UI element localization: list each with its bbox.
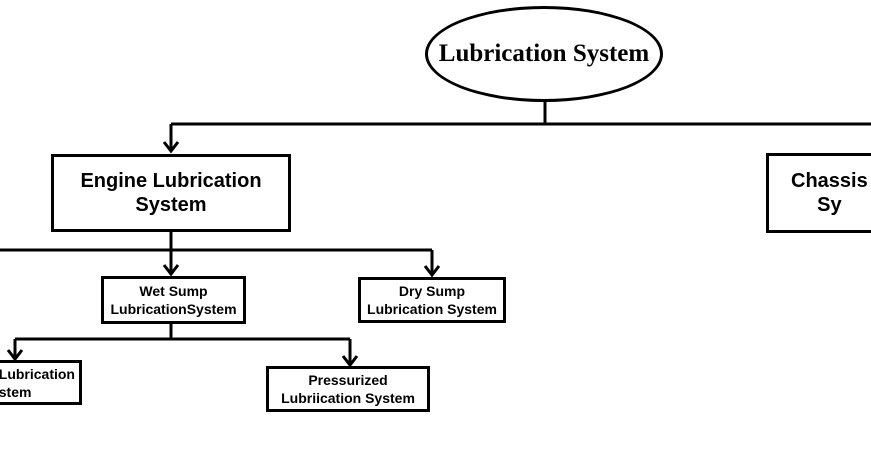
chassis-node-label: Chassis Sy (791, 170, 868, 216)
pressurized-arrow (341, 355, 359, 368)
node-pressurized: Pressurized Lubriication System (266, 366, 430, 412)
root-node-label: Lubrication System (438, 40, 650, 67)
node-chassis-lubrication: Chassis Sy (766, 153, 871, 233)
root-node-lubrication-system: Lubrication System (425, 6, 663, 102)
node-engine-lubrication: Engine Lubrication System (51, 154, 291, 232)
node-wet-sump: Wet Sump LubricationSystem (101, 276, 246, 324)
engine-arrow (162, 141, 180, 154)
left-leaf-arrow (6, 349, 24, 362)
dry-sump-label: Dry Sump Lubrication System (367, 283, 497, 317)
node-left-leaf: Lubrication stem (0, 360, 82, 405)
wet-sump-label: Wet Sump LubricationSystem (110, 283, 237, 317)
pressurized-label: Pressurized Lubriication System (281, 372, 415, 406)
dry-sump-arrow (423, 265, 441, 278)
node-dry-sump: Dry Sump Lubrication System (358, 277, 506, 323)
left-leaf-label: Lubrication stem (0, 365, 75, 400)
engine-node-label: Engine Lubrication System (80, 170, 262, 216)
wet-sump-arrow (162, 264, 180, 277)
